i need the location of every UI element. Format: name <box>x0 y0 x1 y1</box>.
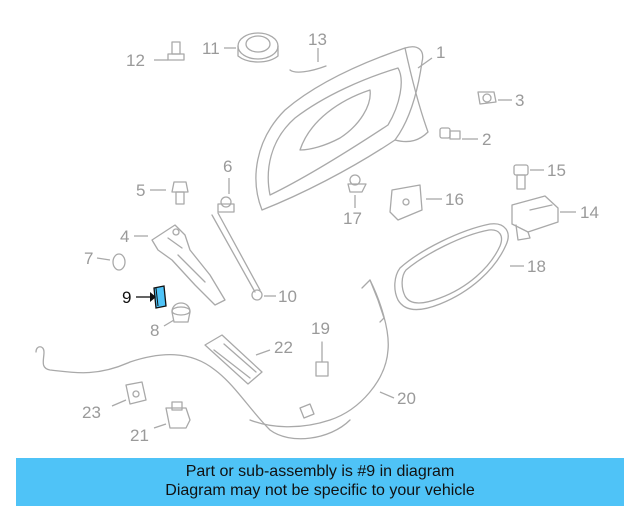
info-banner: Part or sub-assembly is #9 in diagram Di… <box>16 458 624 506</box>
part-7-grommet <box>112 253 126 271</box>
callout-1: 1 <box>436 43 445 62</box>
callout-5: 5 <box>136 181 145 200</box>
callout-22: 22 <box>274 338 293 357</box>
callout-3: 3 <box>515 91 524 110</box>
callout-11: 11 <box>202 39 220 58</box>
part-13-rod <box>289 65 327 73</box>
callout-8: 8 <box>150 321 159 340</box>
banner-part-line: Part or sub-assembly is #9 in diagram <box>185 463 455 480</box>
callout-9-arrowhead <box>150 292 156 302</box>
part-18-window-seal <box>394 223 509 311</box>
callout-10: 10 <box>278 287 297 306</box>
callout-20: 20 <box>397 389 416 408</box>
callout-4: 4 <box>120 227 129 246</box>
part-6-ball-stud <box>217 196 235 213</box>
part-2-bolt <box>439 127 461 140</box>
part-10-gas-strut <box>211 212 263 301</box>
part-21-clip <box>165 401 191 429</box>
part-11-motor <box>237 32 279 63</box>
part-19-switch <box>315 341 329 377</box>
callout-23: 23 <box>82 403 101 422</box>
part-9-bumper <box>153 285 167 309</box>
part-14-latch <box>511 195 559 241</box>
part-8-bumper <box>171 302 191 323</box>
parts-diagram: 1 2 3 4 5 6 7 8 9 10 11 12 13 14 15 16 1… <box>35 30 599 445</box>
part-23-block <box>125 381 147 405</box>
part-4-hinge <box>151 224 226 306</box>
part-20-cable <box>249 279 389 428</box>
callout-6: 6 <box>223 157 232 176</box>
callout-21: 21 <box>130 426 149 445</box>
callout-14: 14 <box>580 203 599 222</box>
release-cable <box>35 346 351 440</box>
callout-13: 13 <box>308 30 327 49</box>
banner-disclaimer-line: Diagram may not be specific to your vehi… <box>165 482 475 499</box>
callout-7: 7 <box>84 249 93 268</box>
callout-2: 2 <box>482 130 491 149</box>
callout-19: 19 <box>311 319 330 338</box>
callout-18: 18 <box>527 257 546 276</box>
part-22-striker <box>204 334 263 385</box>
callout-12: 12 <box>126 51 145 70</box>
part-16-bracket <box>389 184 423 221</box>
part-17-clip <box>347 174 367 193</box>
callout-15: 15 <box>547 161 566 180</box>
callout-9: 9 <box>122 288 131 307</box>
callout-16: 16 <box>445 190 464 209</box>
callout-17: 17 <box>343 209 362 228</box>
part-1-trunk-lid <box>255 46 429 211</box>
part-15-bolt <box>513 164 529 190</box>
part-3-clip <box>477 91 497 105</box>
part-5-bolt <box>171 181 189 205</box>
part-12-screw <box>167 41 185 61</box>
